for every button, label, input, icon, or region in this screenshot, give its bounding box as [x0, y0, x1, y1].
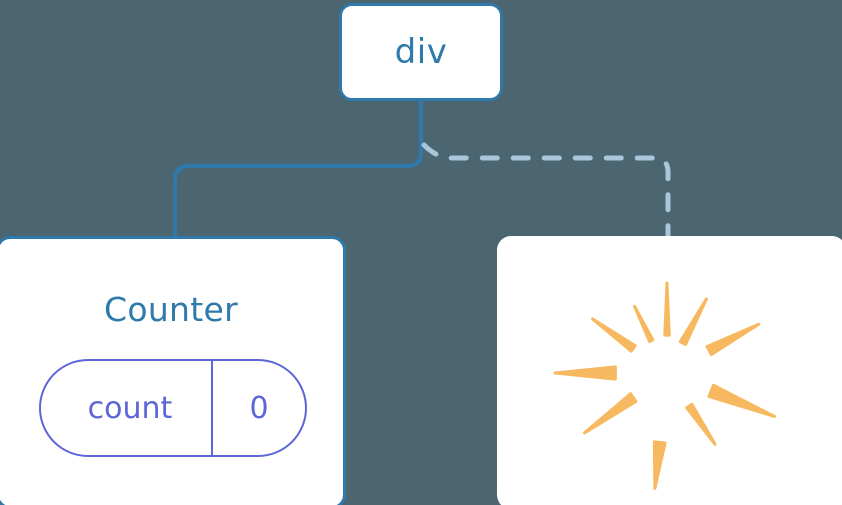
- node-new-component[interactable]: [497, 236, 842, 505]
- sparkle-burst-icon: [553, 281, 777, 490]
- sparkle-ray-9: [707, 383, 777, 418]
- sparkle-ray-4: [591, 317, 637, 353]
- state-key-label: count: [87, 390, 173, 426]
- sparkle-ray-1: [678, 297, 708, 346]
- connector-root-to-new: [421, 142, 671, 241]
- connector-root-to-counter: [173, 99, 423, 240]
- state-pill-divider: [211, 361, 213, 455]
- state-pill-count[interactable]: count 0: [39, 359, 307, 457]
- sparkle-ray-5: [553, 365, 617, 381]
- sparkle-ray-2: [663, 281, 671, 337]
- sparkle-ray-10: [705, 322, 761, 357]
- sparkle-ray-6: [582, 392, 638, 435]
- node-counter[interactable]: Counter count 0: [0, 236, 346, 505]
- node-counter-label: Counter: [104, 290, 238, 329]
- sparkle-ray-3: [633, 304, 655, 344]
- node-div[interactable]: div: [339, 3, 503, 101]
- node-div-label: div: [394, 32, 448, 72]
- sparkle-ray-8: [685, 402, 717, 446]
- state-value-label: 0: [249, 390, 269, 426]
- sparkle-ray-7: [652, 440, 667, 490]
